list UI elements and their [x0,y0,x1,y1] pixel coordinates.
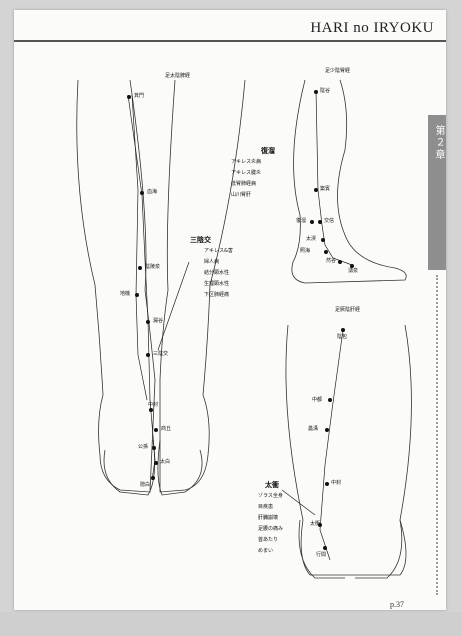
footer-band [0,612,462,636]
right-feet [299,520,402,578]
point-label: 照海 [300,248,310,254]
right-leg-outline [286,325,411,575]
point-label: 太衝 [310,521,320,527]
note-line: アキレス炎病 [231,157,275,168]
note-line: 下区肺経痛 [204,290,233,301]
note-line: ゾラス全身 [258,491,283,502]
point-label: 地機 [120,291,130,297]
point-label: 交信 [324,218,334,224]
point-label: 太渓 [306,236,316,242]
note-line: 生理顕水性 [204,279,233,290]
note-line: 肝臓崩壊 [258,513,283,524]
note-line: めまい [258,546,283,557]
note-line: 結分顕水性 [204,268,233,279]
point-label: 中封 [148,402,158,408]
note-line: 足腰の痛み [258,524,283,535]
point-label: 築賓 [320,186,330,192]
point-label: 漏谷 [153,318,163,324]
point-label: 蠡溝 [308,426,318,432]
point-label: 中都 [312,397,322,403]
note-heading: 復溜 [261,146,275,157]
point-label: 三陰交 [153,351,168,357]
point-label: 商丘 [161,426,171,432]
side-figure-title: 足少陰腎経 [325,68,350,74]
point-label: 中封 [331,480,341,486]
page-number: p.37 [390,600,404,609]
point-label: 湧泉 [348,268,358,274]
point-label: 行間 [316,552,326,558]
right-figure-title: 足厥陰肝経 [335,307,360,313]
taisho-note: 太衝 ゾラス全身 目疾患 肝臓崩壊 足腰の痛み 首あたり めまい [258,480,283,557]
point-label: 血海 [147,189,157,195]
note-line: 山川腎肝 [231,190,275,201]
point-label: 公孫 [138,444,148,450]
point-label: 陰陵泉 [145,264,160,270]
point-label: 然谷 [326,258,336,264]
note-line: 首あたり [258,535,283,546]
point-label: 隠白 [140,482,150,488]
point-label: 箕門 [134,93,144,99]
sanin-pointer [158,262,189,350]
note-line: アキレス&害 [204,246,233,257]
left-figure-title: 足太陰脾経 [165,73,190,79]
note-line: アキレス腱炎 [231,168,275,179]
left-leg-outline-1 [77,80,155,492]
note-line: 婦人病 [204,257,233,268]
liver-meridian [320,330,343,560]
sanin-note: 三陰交 アキレス&害 婦人病 結分顕水性 生理顕水性 下区肺経痛 [190,235,233,301]
point-label: 陰谷 [320,88,330,94]
note-heading: 太衝 [265,480,283,491]
note-line: 目疾患 [258,502,283,513]
note-heading: 三陰交 [190,235,233,246]
point-label: 陰包 [337,334,347,340]
note-line: 低腎肺経病 [231,179,275,190]
spleen-meridian [128,95,155,480]
taisho-pointer [282,490,315,515]
point-label: 太白 [160,459,170,465]
point-label: 復溜 [296,218,306,224]
fukuryu-note: 復溜 アキレス炎病 アキレス腱炎 低腎肺経病 山川腎肝 [231,146,275,201]
